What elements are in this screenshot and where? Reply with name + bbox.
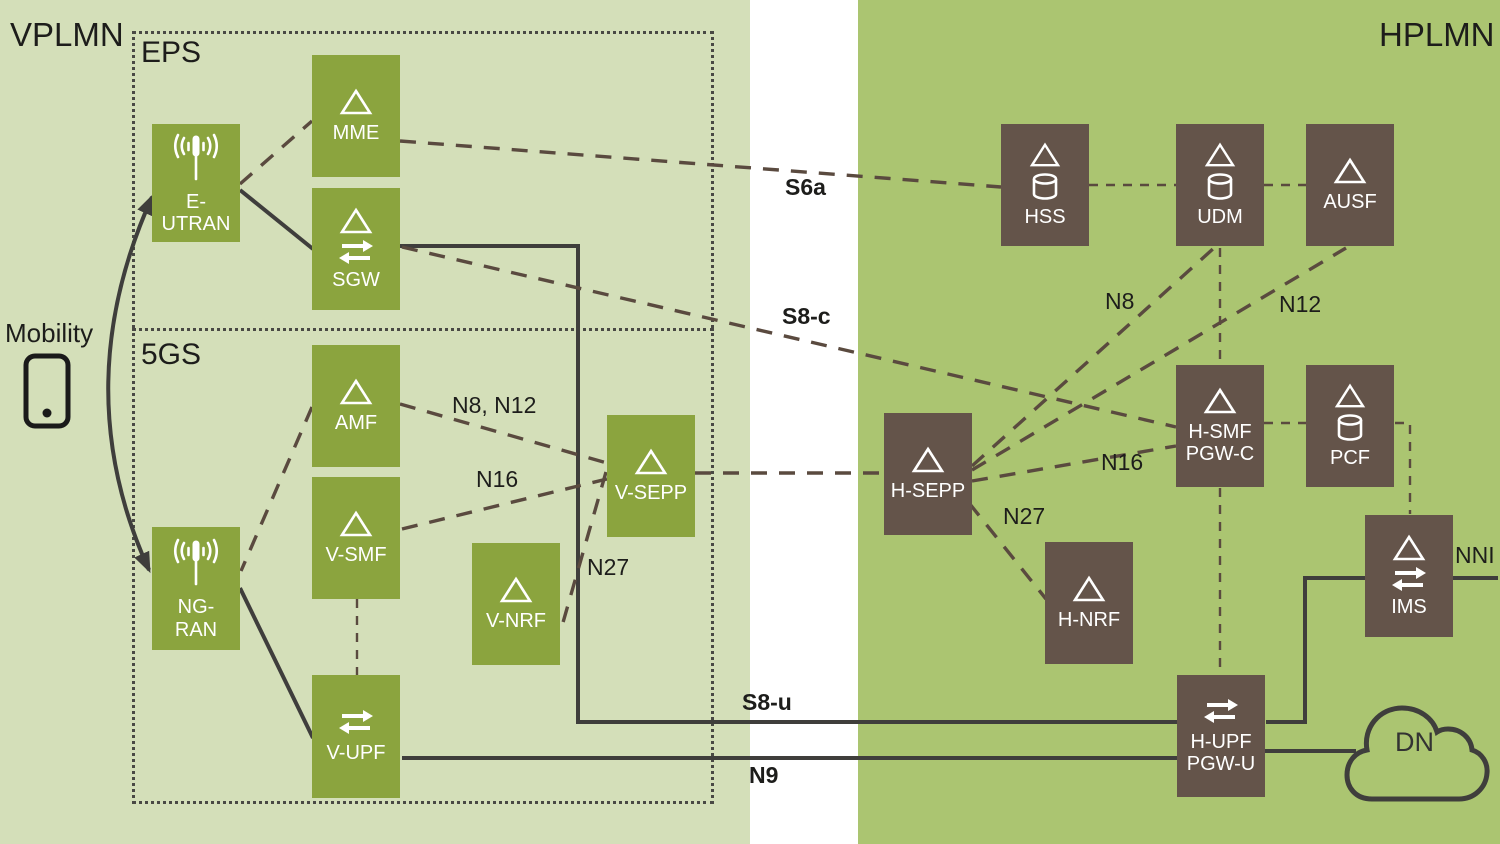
- fivegs-region-box: [132, 328, 714, 804]
- n27-vplmn-label: N27: [587, 554, 630, 580]
- link-amf-vsepp: [399, 402, 608, 465]
- triangle-icon: [1072, 575, 1106, 602]
- dn-label: DN: [1395, 727, 1434, 757]
- node-eutran: E- UTRAN: [152, 124, 240, 242]
- eps-label: EPS: [141, 36, 202, 69]
- link-s6a-mme-hss: [399, 139, 1002, 189]
- node-label: IMS: [1391, 595, 1427, 618]
- node-label: H-SMF PGW-C: [1185, 420, 1255, 465]
- n8-hplmn-label: N8: [1105, 288, 1135, 314]
- node-label: AMF: [334, 411, 378, 434]
- database-icon: [1207, 172, 1233, 200]
- link-vsepp-vnrf: [560, 471, 608, 627]
- triangle-icon: [339, 88, 373, 115]
- link-s8c-sgw-hsmf: [401, 245, 1177, 429]
- mobility-arrow: [106, 193, 154, 574]
- n8n12-vplmn-label: N8, N12: [452, 392, 537, 418]
- n16-hplmn-label: N16: [1101, 449, 1144, 475]
- link-pcf-ims: [1395, 421, 1412, 514]
- phone-icon: [23, 353, 71, 429]
- triangle-icon: [1203, 387, 1237, 413]
- plmn-border-gap: [750, 0, 858, 844]
- node-label: V-SEPP: [614, 481, 688, 504]
- triangle-icon: [339, 207, 373, 234]
- link-s8u-sgw-hupf: [400, 244, 1177, 724]
- triangle-icon: [634, 448, 668, 475]
- triangle-icon: [339, 378, 373, 405]
- node-amf: AMF: [312, 345, 400, 467]
- node-hnrf: H-NRF: [1045, 542, 1133, 664]
- link-vsmf-vsepp: [401, 477, 608, 531]
- node-label: E- UTRAN: [161, 190, 231, 235]
- triangle-icon: [499, 576, 533, 603]
- n16-vplmn-label: N16: [476, 466, 519, 492]
- link-eutran-mme: [238, 119, 314, 186]
- node-label: HSS: [1024, 205, 1066, 228]
- dn-cloud: [1344, 705, 1490, 802]
- triangle-icon: [1333, 157, 1367, 184]
- node-hsmf: H-SMF PGW-C: [1176, 365, 1264, 487]
- triangle-icon: [1334, 383, 1366, 408]
- s8c-label: S8-c: [782, 303, 831, 329]
- node-label: H-SEPP: [890, 479, 966, 502]
- node-vupf: V-UPF: [312, 675, 400, 798]
- node-label: NG- RAN: [174, 596, 218, 641]
- nni-label: NNI: [1455, 542, 1495, 568]
- node-label: H-NRF: [1057, 608, 1121, 631]
- vplmn-label: VPLMN: [10, 16, 124, 53]
- transfer-arrows-icon: [339, 710, 373, 735]
- n9-label: N9: [749, 762, 779, 788]
- node-udm: UDM: [1176, 124, 1264, 246]
- triangle-icon: [339, 510, 373, 537]
- triangle-icon: [911, 446, 945, 473]
- node-pcf: PCF: [1306, 365, 1394, 487]
- node-label: H-UPF PGW-U: [1186, 730, 1256, 775]
- node-vsmf: V-SMF: [312, 477, 400, 599]
- s8u-label: S8-u: [742, 689, 792, 715]
- fivegs-label: 5GS: [141, 338, 202, 371]
- node-mme: MME: [312, 55, 400, 177]
- database-icon: [1032, 172, 1058, 200]
- node-ngran: NG- RAN: [152, 527, 240, 650]
- node-vnrf: V-NRF: [472, 543, 560, 665]
- node-hss: HSS: [1001, 124, 1089, 246]
- s6a-label: S6a: [785, 174, 826, 200]
- link-n12-hsepp-ausf: [971, 246, 1347, 472]
- mobility-label: Mobility: [5, 318, 94, 348]
- triangle-icon: [1204, 142, 1236, 167]
- node-vsepp: V-SEPP: [607, 415, 695, 537]
- node-label: SGW: [332, 268, 380, 291]
- link-ims-hupf: [1266, 576, 1365, 724]
- transfer-arrows-icon: [1204, 698, 1238, 723]
- n27-hplmn-label: N27: [1003, 503, 1046, 529]
- eps-region-box: [132, 31, 714, 328]
- link-ngran-amf: [239, 406, 314, 572]
- node-label: V-UPF: [326, 742, 386, 765]
- node-label: PCF: [1330, 446, 1370, 469]
- node-label: UDM: [1197, 205, 1243, 228]
- node-label: V-NRF: [486, 609, 546, 632]
- node-ausf: AUSF: [1306, 124, 1394, 246]
- link-n27-hsepp-hnrf: [967, 501, 1048, 601]
- node-hsepp: H-SEPP: [884, 413, 972, 535]
- transfer-arrows-icon: [1392, 566, 1426, 591]
- link-ngran-vupf: [238, 587, 315, 739]
- node-label: MME: [332, 121, 380, 144]
- node-label: AUSF: [1323, 190, 1377, 213]
- hplmn-label: HPLMN: [1379, 16, 1495, 53]
- link-n16-hsepp-hsmf: [971, 444, 1177, 483]
- antenna-icon: [173, 133, 219, 180]
- triangle-icon: [1029, 142, 1061, 167]
- node-label: V-SMF: [325, 543, 387, 566]
- antenna-icon: [173, 538, 219, 586]
- triangle-icon: [1392, 534, 1426, 561]
- node-sgw: SGW: [312, 188, 400, 310]
- database-icon: [1337, 413, 1363, 441]
- node-ims: IMS: [1365, 515, 1453, 637]
- transfer-arrows-icon: [339, 239, 373, 264]
- n12-hplmn-label: N12: [1279, 291, 1322, 317]
- link-eutran-sgw: [238, 188, 315, 251]
- node-hupf: H-UPF PGW-U: [1177, 675, 1265, 797]
